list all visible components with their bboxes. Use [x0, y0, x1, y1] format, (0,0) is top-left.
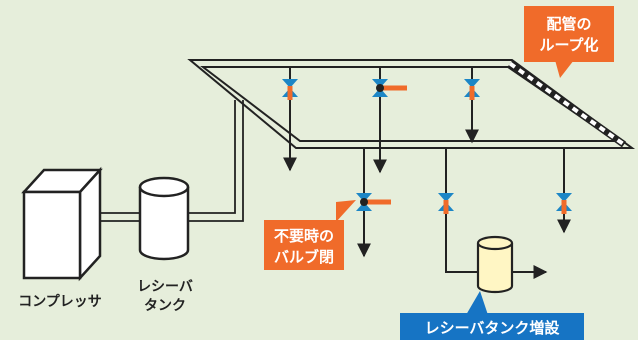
- callout-loop-line1: 配管の: [546, 15, 591, 33]
- pipe-compressor-to-tank: [100, 212, 140, 222]
- callout-valve-close: 不要時の バルブ閉: [264, 200, 356, 270]
- loop-main-pipe: [187, 59, 636, 149]
- valve-icon: [282, 79, 298, 100]
- added-receiver-tank-icon: [476, 235, 514, 294]
- receiver-tank-icon: [138, 176, 190, 261]
- valve-icon: [464, 79, 480, 100]
- valve-icon: [438, 193, 454, 214]
- compressor-label: コンプレッサ: [18, 294, 102, 310]
- callout-loop-line2: ループ化: [539, 36, 598, 54]
- closed-valve-icon: [356, 193, 391, 211]
- receiver-tank-label-line2: タンク: [144, 298, 186, 314]
- pipe-tank-to-riser: [188, 100, 244, 222]
- callout-valve-line1: 不要時の: [274, 227, 334, 245]
- closed-valve-icon: [372, 79, 407, 97]
- callout-valve-line2: バルブ閉: [274, 248, 334, 266]
- compressor-icon: [21, 166, 103, 282]
- valve-icon: [556, 193, 572, 214]
- lower-drop-lines: [357, 148, 571, 279]
- callout-tank-add: レシーバタンク増設: [400, 291, 584, 340]
- callout-loop: 配管の ループ化: [524, 6, 614, 78]
- callout-tank-add-text: レシーバタンク増設: [425, 319, 561, 337]
- receiver-tank-label-line1: レシーバ: [137, 279, 193, 295]
